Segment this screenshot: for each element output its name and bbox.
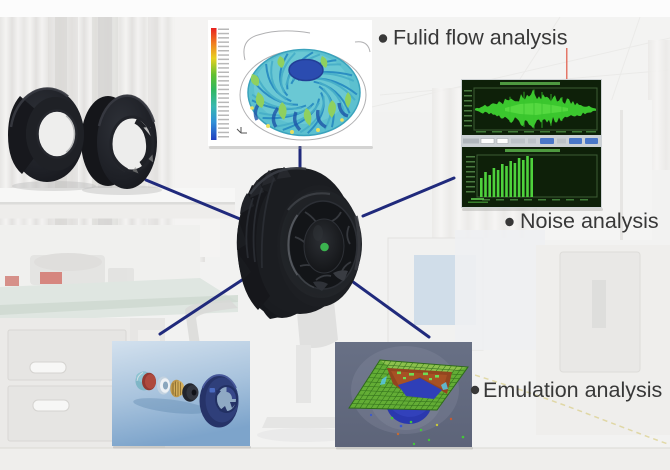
svg-text:Emulation analysis: Emulation analysis bbox=[483, 378, 662, 402]
svg-text:Noise analysis: Noise analysis bbox=[520, 209, 659, 233]
svg-text:Fulid flow analysis: Fulid flow analysis bbox=[393, 26, 567, 50]
